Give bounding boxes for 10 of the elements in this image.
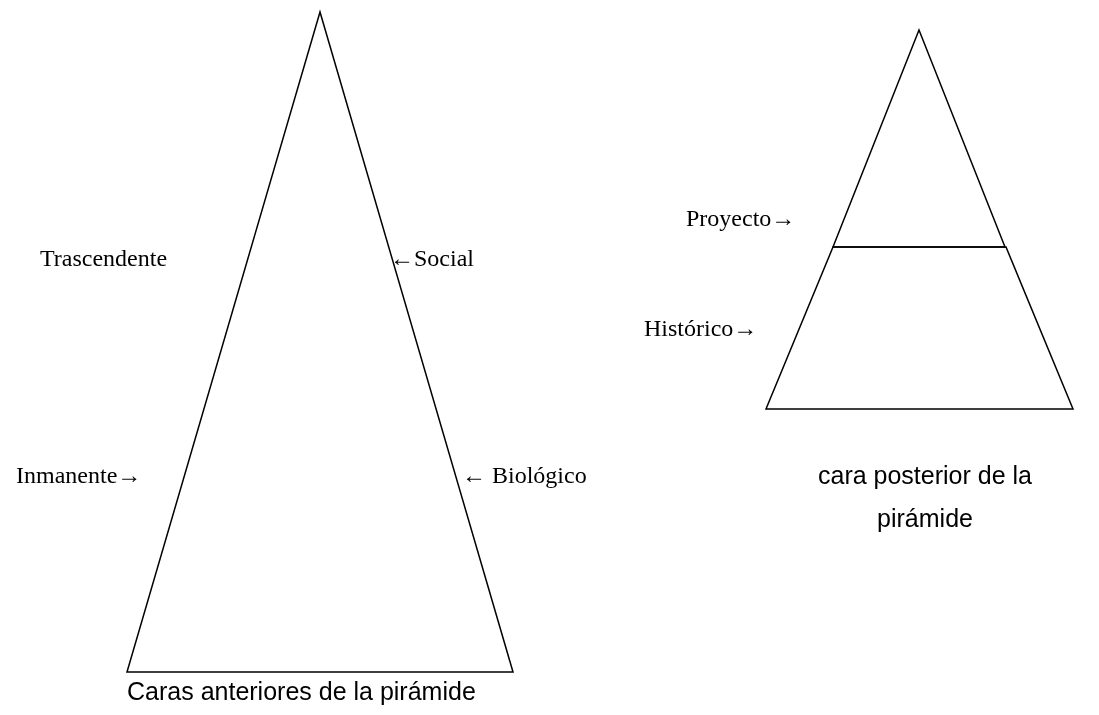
beside-label: cara posterior de la pirámide (817, 460, 1033, 534)
beside-label: Caras anteriores de la pirámide (127, 676, 477, 706)
trapezoid-shape (766, 247, 1073, 409)
triangle-shape (833, 30, 1005, 247)
side-label: ←Social (390, 244, 474, 272)
side-label: Inmanente→ (16, 461, 142, 489)
side-label: ← Biológico (462, 461, 587, 489)
side-label: Trascendente (40, 244, 168, 272)
side-label: Histórico→ (644, 314, 758, 342)
side-label: Proyecto→ (686, 204, 796, 232)
